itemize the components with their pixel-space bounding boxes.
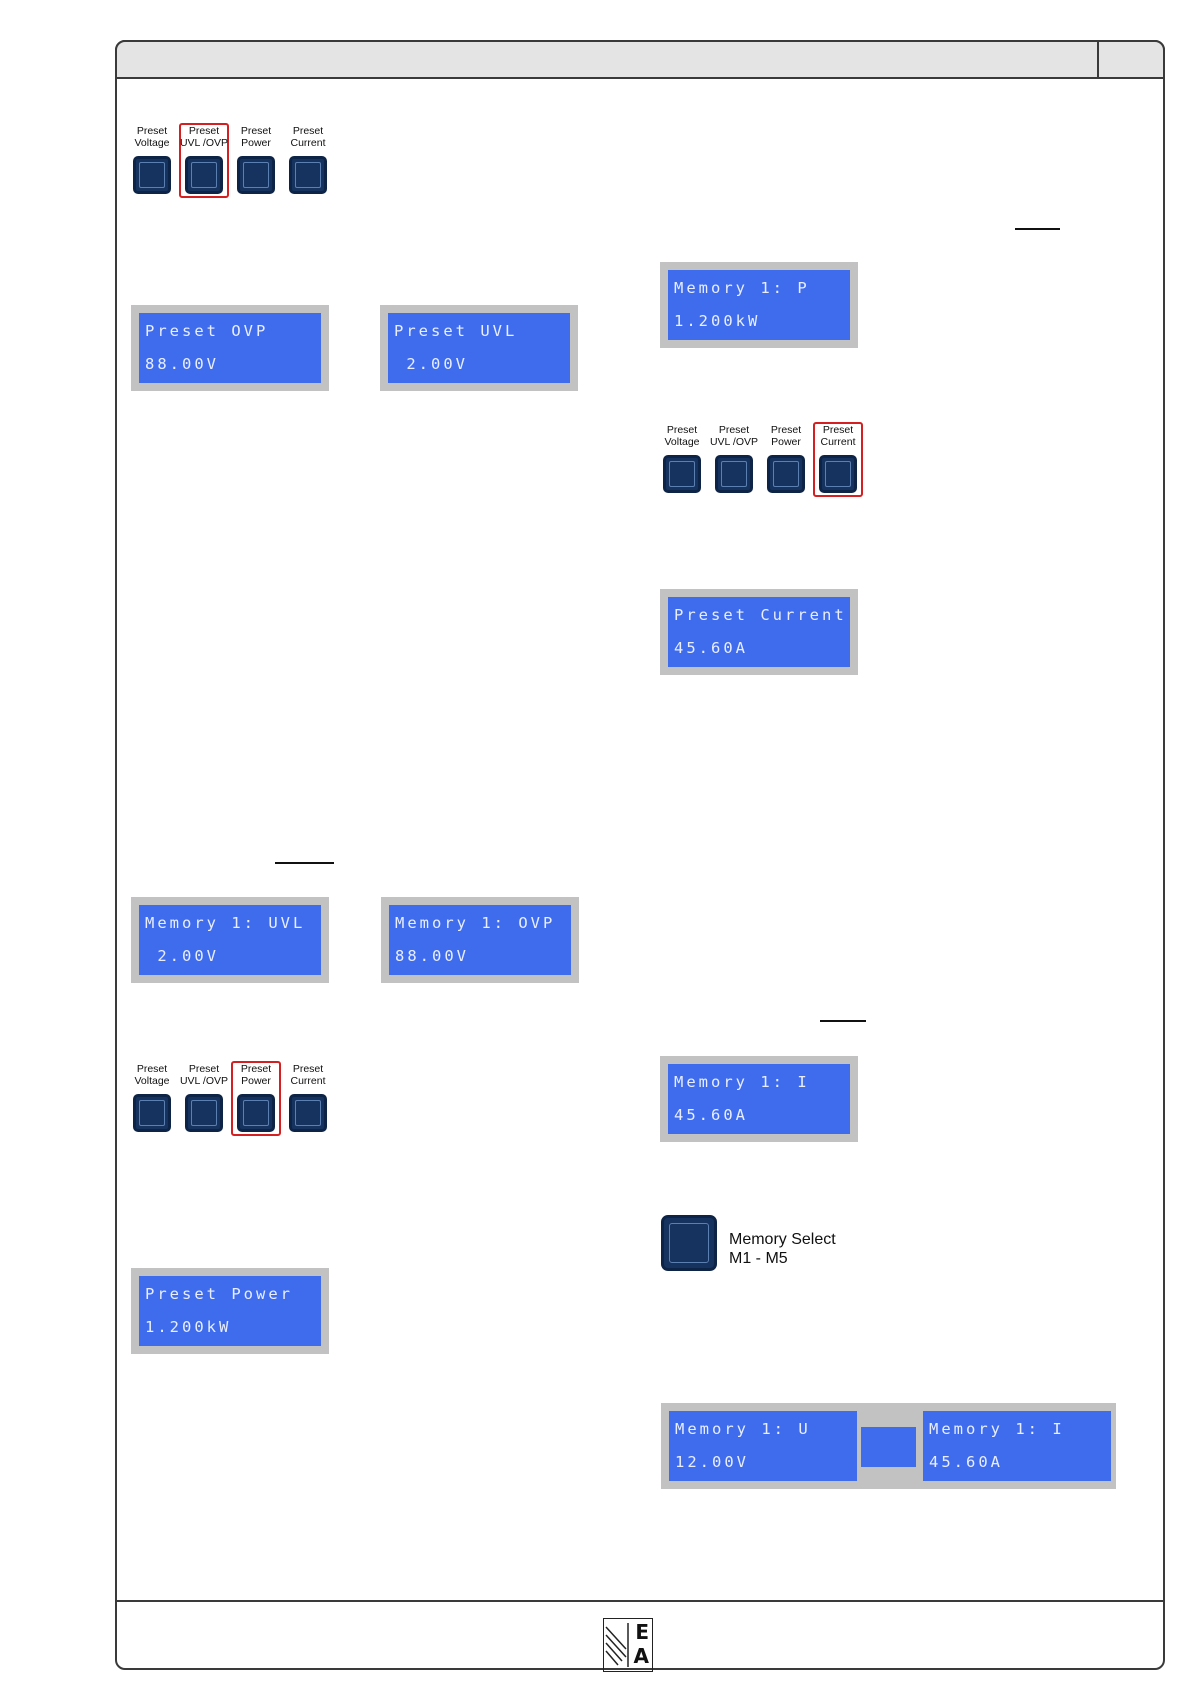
preset-uvl-ovp-label: Preset UVL /OVP (179, 125, 229, 149)
preset-current-button[interactable] (289, 1094, 327, 1132)
preset-voltage-button[interactable] (133, 1094, 171, 1132)
ea-logo-mark-icon (605, 1623, 629, 1667)
lcd-preset-ovp: Preset OVP 88.00V (131, 305, 329, 391)
preset-uvl-ovp-button[interactable] (715, 455, 753, 493)
preset-uvl-ovp-button[interactable] (185, 156, 223, 194)
lcd-line-1: Preset Power (145, 1285, 293, 1303)
preset-voltage-button[interactable] (663, 455, 701, 493)
preset-uvl-ovp-button[interactable] (185, 1094, 223, 1132)
preset-current-label: Preset Current (820, 424, 856, 448)
lcd-memory-uvl: Memory 1: UVL 2.00V (131, 897, 329, 983)
preset-voltage-label: Preset Voltage (134, 1063, 170, 1087)
lcd-memory-p: Memory 1: P 1.200kW (660, 262, 858, 348)
lcd-line-2: 45.60A (674, 639, 748, 657)
preset-power-label: Preset Power (240, 1063, 272, 1087)
logo-letter-a: A (633, 1644, 649, 1668)
memory-select-line-2: M1 - M5 (729, 1250, 788, 1267)
preset-keys-group-2: Preset Voltage Preset UVL /OVP Preset Po… (656, 422, 863, 504)
emphasis-underline (820, 1020, 866, 1022)
lcd-separator-block (861, 1427, 916, 1467)
lcd-line-1: Preset OVP (145, 322, 269, 340)
lcd-preset-current: Preset Current 45.60A (660, 589, 858, 675)
ea-logo: E A (603, 1618, 653, 1672)
emphasis-underline (1015, 228, 1060, 230)
preset-power-label: Preset Power (240, 125, 272, 149)
lcd-preset-uvl: Preset UVL 2.00V (380, 305, 578, 391)
lcd-line-2: 2.00V (394, 355, 468, 373)
preset-power-label: Preset Power (770, 424, 802, 448)
preset-current-button[interactable] (819, 455, 857, 493)
preset-voltage-label: Preset Voltage (664, 424, 700, 448)
preset-current-button[interactable] (289, 156, 327, 194)
lcd-memory-i-panel: Memory 1: I 45.60A (923, 1411, 1111, 1481)
lcd-memory-ovp: Memory 1: OVP 88.00V (381, 897, 579, 983)
lcd-line-2: 88.00V (145, 355, 219, 373)
lcd-memory-u-panel: Memory 1: U 12.00V (669, 1411, 857, 1481)
lcd-line-1: Memory 1: I (929, 1420, 1065, 1438)
lcd-line-2: 88.00V (395, 947, 469, 965)
preset-uvl-ovp-label: Preset UVL /OVP (709, 424, 759, 448)
logo-letter-e: E (635, 1620, 649, 1644)
header-divider (1097, 40, 1099, 79)
preset-voltage-button[interactable] (133, 156, 171, 194)
lcd-line-1: Memory 1: I (674, 1073, 810, 1091)
lcd-preset-power: Preset Power 1.200kW (131, 1268, 329, 1354)
lcd-line-1: Memory 1: UVL (145, 914, 306, 932)
lcd-line-1: Preset Current (674, 606, 847, 624)
lcd-line-1: Memory 1: U (675, 1420, 811, 1438)
preset-power-button[interactable] (767, 455, 805, 493)
preset-current-label: Preset Current (290, 125, 326, 149)
memory-select-line-1: Memory Select (729, 1231, 836, 1248)
lcd-line-1: Preset UVL (394, 322, 518, 340)
preset-keys-group-3: Preset Voltage Preset UVL /OVP Preset Po… (126, 1061, 327, 1143)
lcd-line-2: 1.200kW (145, 1318, 232, 1336)
preset-power-button[interactable] (237, 1094, 275, 1132)
footer-divider (115, 1600, 1165, 1602)
lcd-memory-i: Memory 1: I 45.60A (660, 1056, 858, 1142)
preset-power-button[interactable] (237, 156, 275, 194)
header-bar (115, 40, 1165, 79)
memory-select-button[interactable] (661, 1215, 717, 1271)
lcd-line-2: 2.00V (145, 947, 219, 965)
lcd-memory-dual: Memory 1: U 12.00V Memory 1: I 45.60A (661, 1403, 1116, 1489)
emphasis-underline (275, 862, 334, 864)
preset-current-label: Preset Current (290, 1063, 326, 1087)
lcd-line-1: Memory 1: OVP (395, 914, 556, 932)
lcd-line-2: 45.60A (674, 1106, 748, 1124)
lcd-line-2: 12.00V (675, 1453, 749, 1471)
memory-select-label: Memory Select M1 - M5 (729, 1230, 836, 1268)
preset-voltage-label: Preset Voltage (134, 125, 170, 149)
lcd-line-2: 45.60A (929, 1453, 1003, 1471)
preset-keys-group-1: Preset Voltage Preset UVL /OVP Preset Po… (126, 123, 327, 205)
lcd-line-1: Memory 1: P (674, 279, 810, 297)
lcd-line-2: 1.200kW (674, 312, 761, 330)
preset-uvl-ovp-label: Preset UVL /OVP (179, 1063, 229, 1087)
